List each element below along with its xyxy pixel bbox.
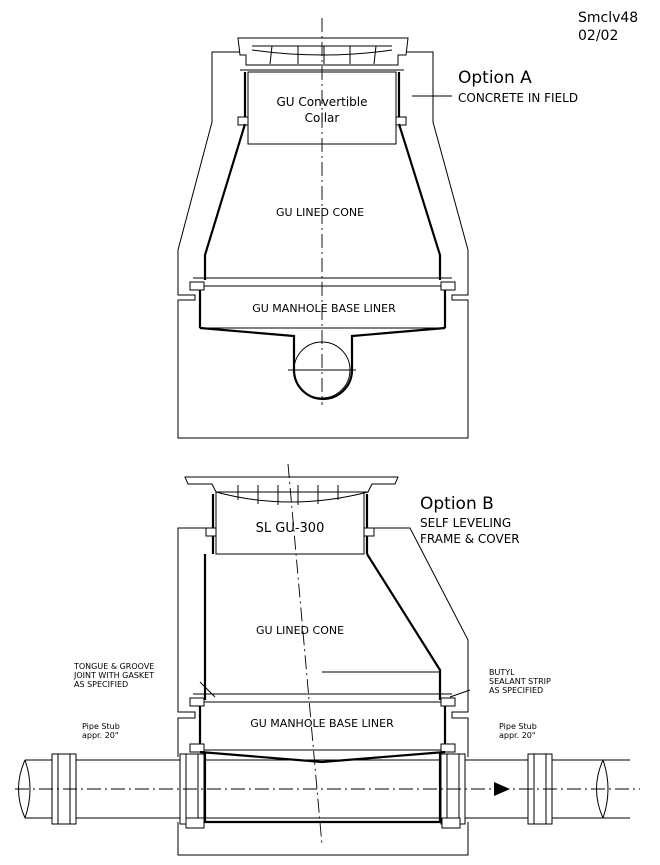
option-b-right-note-1: BUTYL — [489, 668, 515, 677]
option-b-concrete-outline — [177, 527, 210, 757]
option-b-left-note-1: TONGUE & GROOVE — [73, 662, 154, 671]
drawing-code: Smclv48 — [578, 10, 638, 26]
option-b-frame-label: SL GU-300 — [256, 521, 325, 536]
option-a-cone-left — [203, 123, 247, 280]
option-a-cone-label: GU LINED CONE — [276, 206, 364, 219]
option-a-note: CONCRETE IN FIELD — [458, 91, 578, 105]
option-a-drawing: Option A CONCRETE IN FIELD GU Convertibl… — [177, 18, 578, 439]
option-b-title: Option B — [420, 494, 494, 514]
option-a-collar-label-2: Collar — [305, 111, 340, 125]
option-b-left-note-3: AS SPECIFIED — [74, 680, 128, 689]
option-b-base-label: GU MANHOLE BASE LINER — [250, 717, 394, 730]
option-b-left-note-2: JOINT WITH GASKET — [73, 671, 154, 680]
option-b-note-2: FRAME & COVER — [420, 532, 520, 546]
option-b-centerline — [287, 463, 323, 846]
option-a-cone-right — [397, 123, 442, 280]
option-b-note-1: SELF LEVELING — [420, 516, 511, 530]
option-b-cone-label: GU LINED CONE — [256, 624, 344, 637]
flow-arrow-icon — [494, 782, 510, 796]
option-a-frame-cover — [237, 37, 409, 71]
option-a-title: Option A — [458, 68, 532, 88]
option-a-base-label: GU MANHOLE BASE LINER — [252, 302, 396, 315]
option-b-cone-right — [366, 553, 442, 700]
option-b-right-note-3: AS SPECIFIED — [489, 686, 543, 695]
option-a-collar-label-1: GU Convertible — [276, 95, 367, 109]
option-b-pipe — [15, 752, 640, 829]
option-b-stub-left-1: Pipe Stub — [82, 722, 120, 731]
option-b-stub-right-2: appr. 20" — [499, 731, 536, 740]
option-a-concrete-outline — [177, 51, 469, 439]
option-b-stub-right-1: Pipe Stub — [499, 722, 537, 731]
option-b-drawing: Option B SELF LEVELING FRAME & COVER SL … — [15, 463, 640, 856]
option-b-right-note-2: SEALANT STRIP — [489, 677, 551, 686]
option-b-frame-cover — [184, 476, 399, 505]
option-b-sl-frame — [215, 491, 365, 555]
option-a-channel — [199, 326, 446, 401]
drawing-date: 02/02 — [578, 28, 618, 44]
option-b-stub-left-2: appr. 20" — [82, 731, 119, 740]
